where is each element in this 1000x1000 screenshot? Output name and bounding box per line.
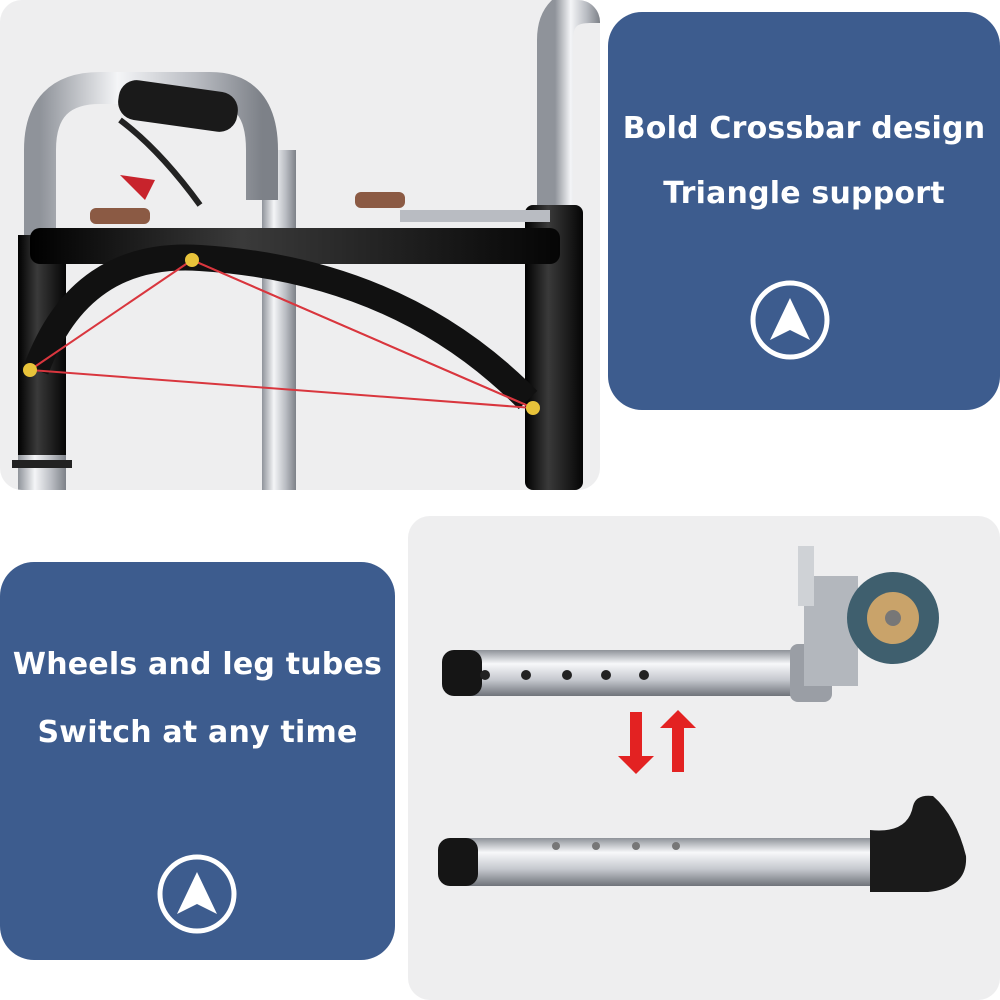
joint-dot <box>23 363 37 377</box>
brake-lever <box>118 117 203 207</box>
arch-brace <box>23 244 538 410</box>
wheels-headline: Wheels and leg tubes <box>12 647 383 682</box>
wheels-feature-card: Wheels and leg tubes Switch at any time <box>0 562 395 960</box>
leg-tubes-photo <box>408 516 1000 1000</box>
down-arrow-icon <box>618 712 654 774</box>
right-upright <box>537 0 600 220</box>
switch-subheadline: Switch at any time <box>37 715 358 750</box>
back-leg <box>262 150 296 490</box>
triangle-subheadline: Triangle support <box>663 176 945 211</box>
right-black-leg <box>525 205 583 490</box>
crossbar-feature-card: Bold Crossbar design Triangle support <box>608 12 1000 410</box>
joint-dot <box>526 401 540 415</box>
wheel-leg-tube <box>468 650 808 696</box>
handle-grip <box>118 80 238 132</box>
up-arrow-icon <box>660 710 696 772</box>
up-arrow-circle-icon <box>750 280 830 360</box>
rubber-foot <box>870 795 967 892</box>
joint-dot <box>185 253 199 267</box>
walker-frame-illustration <box>12 0 600 490</box>
crossbar-headline: Bold Crossbar design <box>622 111 986 146</box>
leg-tubes-illustration <box>438 546 967 892</box>
crossbar-photo <box>0 0 600 490</box>
up-arrow-circle-icon <box>157 854 237 934</box>
